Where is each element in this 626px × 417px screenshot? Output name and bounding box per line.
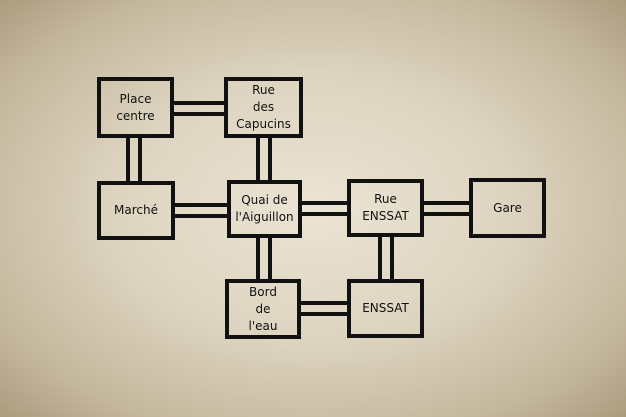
node-label: Quai de l'Aiguillon	[235, 193, 294, 224]
node-quai-de-laiguillon: Quai de l'Aiguillon	[227, 180, 302, 238]
edge-rue-capucins-quai-aiguillon	[256, 137, 272, 181]
node-bord-de-leau: Bord de l'eau	[225, 279, 301, 339]
node-label: Gare	[493, 200, 522, 215]
node-marche: Marché	[97, 181, 175, 240]
node-place-centre: Place centre	[97, 77, 174, 138]
edge-marche-quai-aiguillon	[174, 203, 228, 218]
edge-rue-enssat-enssat	[378, 236, 394, 280]
node-rue-des-capucins: Rue des Capucins	[224, 77, 303, 138]
edge-quai-aiguillon-rue-enssat	[301, 201, 348, 216]
edge-quai-aiguillon-bord-eau	[256, 237, 272, 280]
node-label: Rue des Capucins	[236, 83, 291, 131]
edge-place-centre-rue-capucins	[173, 101, 225, 116]
edge-rue-enssat-gare	[423, 201, 470, 216]
edge-bord-eau-enssat	[300, 301, 348, 316]
node-label: Bord de l'eau	[248, 284, 278, 333]
node-rue-enssat: Rue ENSSAT	[347, 179, 424, 237]
node-label: Marché	[114, 203, 158, 217]
node-label: ENSSAT	[362, 301, 409, 315]
node-label: Rue ENSSAT	[362, 192, 409, 223]
node-label: Place centre	[116, 91, 155, 123]
node-gare: Gare	[469, 178, 546, 238]
node-enssat: ENSSAT	[347, 279, 424, 338]
edge-place-centre-marche	[126, 137, 142, 182]
